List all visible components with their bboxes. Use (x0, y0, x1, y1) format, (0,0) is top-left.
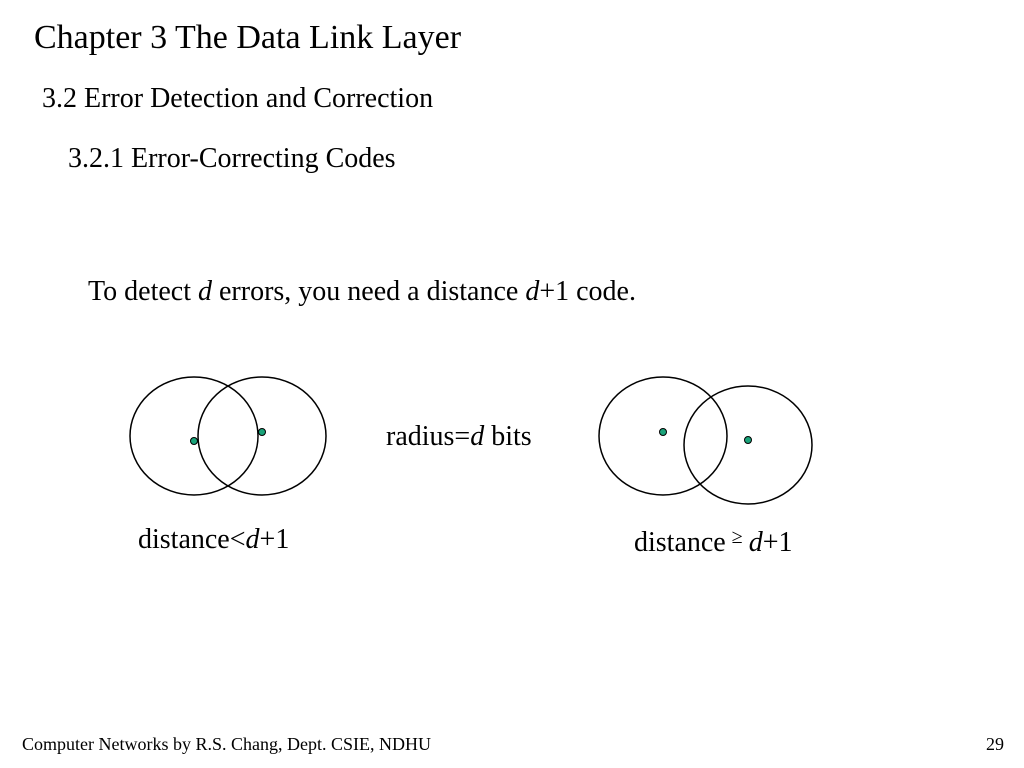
distance-ge-prefix: distance (634, 527, 726, 558)
distance-greater-equal-label: distance≥d+1 (634, 526, 793, 562)
radius-label-suffix: bits (484, 421, 532, 452)
statement-text-3: +1 code. (539, 276, 636, 307)
section-heading: 3.2 Error Detection and Correction (42, 83, 434, 114)
distance-less-var-d: d (245, 524, 260, 555)
greater-equal-symbol: ≥ (731, 526, 743, 548)
right-circle-b (683, 385, 813, 505)
footer-credit: Computer Networks by R.S. Chang, Dept. C… (22, 734, 431, 754)
slide-title: Chapter 3 The Data Link Layer (34, 19, 462, 56)
right-codeword-point-b (744, 436, 752, 444)
distance-less-label: distance<d+1 (138, 523, 289, 557)
left-circle-pair (129, 376, 327, 496)
distance-less-suffix: +1 (259, 524, 290, 555)
detection-statement: To detect d errors, you need a distance … (88, 275, 636, 309)
statement-text-2: errors, you need a distance (212, 276, 526, 307)
distance-ge-var-d: d (748, 527, 763, 558)
statement-var-d-1: d (198, 276, 212, 307)
radius-label-var-d: d (470, 421, 485, 452)
statement-text-1: To detect (88, 276, 198, 307)
distance-less-prefix: distance< (138, 524, 246, 555)
radius-label: radius=d bits (386, 420, 532, 454)
page-number: 29 (986, 734, 1004, 754)
left-codeword-point-a (190, 437, 198, 445)
left-circle-b (197, 376, 327, 496)
distance-ge-suffix: +1 (762, 527, 793, 558)
left-circle-a (129, 376, 259, 496)
subsection-heading: 3.2.1 Error-Correcting Codes (68, 143, 396, 174)
right-circle-pair (598, 376, 813, 505)
statement-var-d-2: d (525, 276, 540, 307)
right-circle-a (598, 376, 728, 496)
right-codeword-point-a (659, 428, 667, 436)
radius-label-prefix: radius= (386, 421, 471, 452)
left-codeword-point-b (258, 428, 266, 436)
